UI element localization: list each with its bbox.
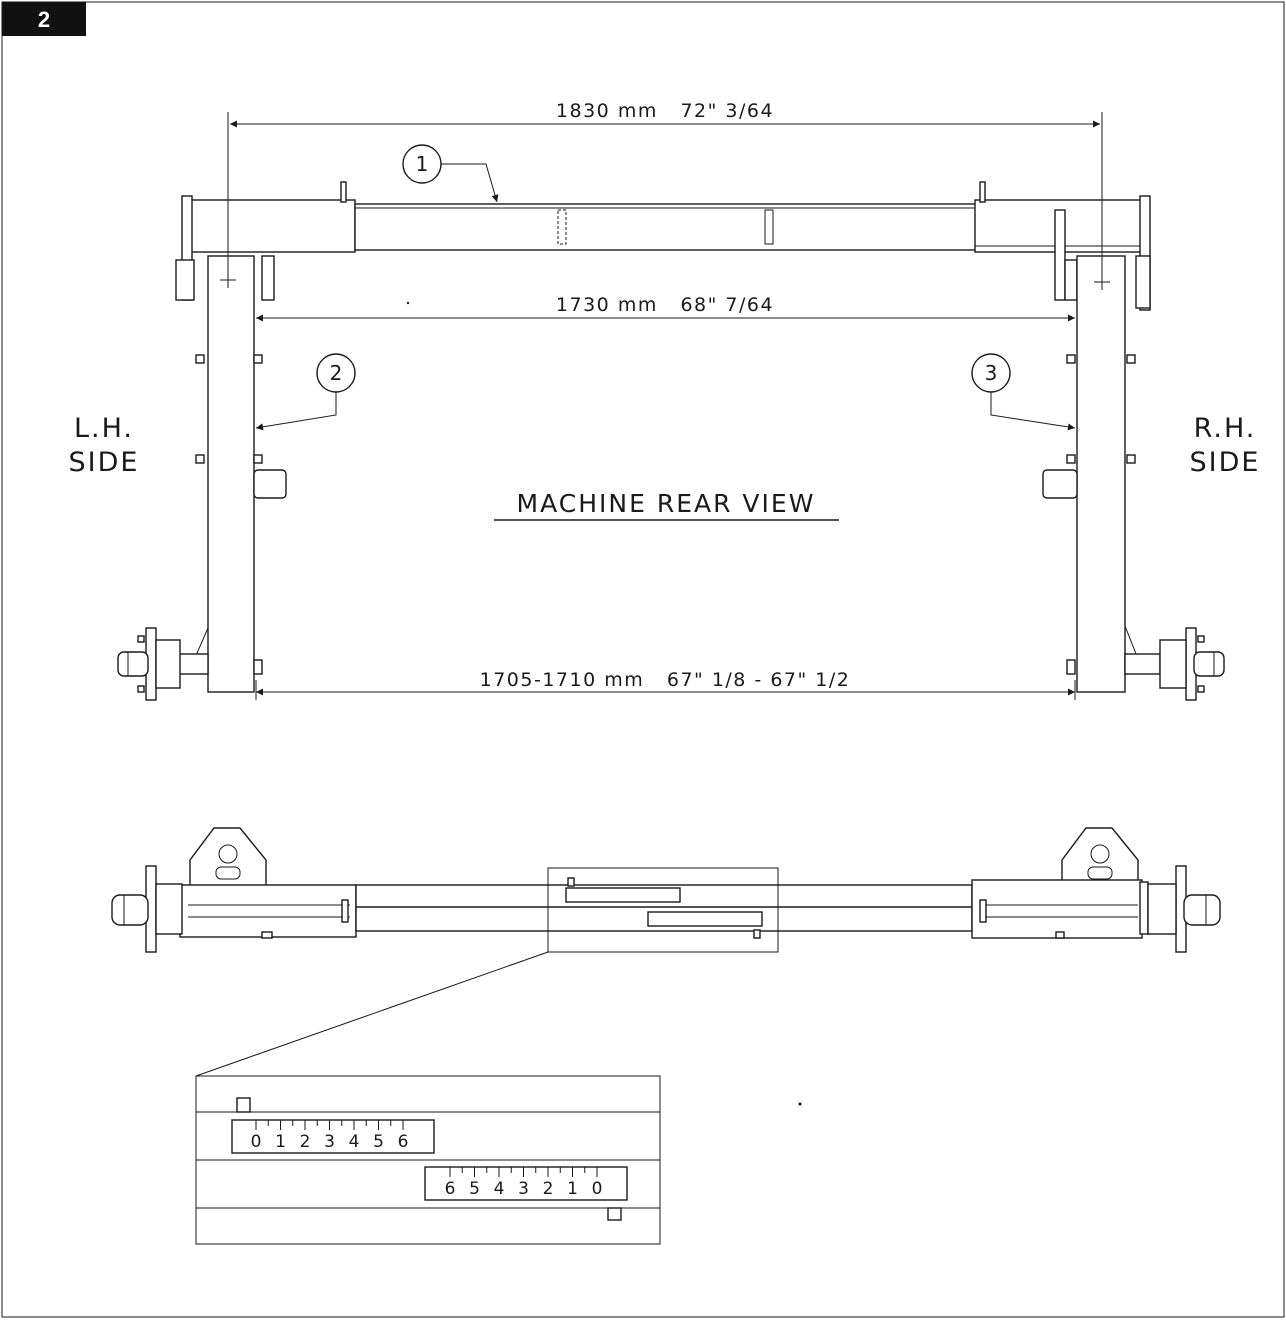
callout-1: 1 xyxy=(402,144,499,203)
left-side-label-line1: L.H. xyxy=(74,413,134,444)
top-left-hub xyxy=(111,865,183,953)
left-side-label-line2: SIDE xyxy=(69,447,140,478)
callout-1-label: 1 xyxy=(416,152,429,176)
scale-label: 4 xyxy=(494,1179,505,1199)
scale-label: 3 xyxy=(324,1132,335,1152)
machine-rear-view: 1830 mm 72" 3/64 1730 mm 68" 7/64 1705-1… xyxy=(69,100,1261,701)
right-side-label-line1: R.H. xyxy=(1194,413,1257,444)
left-wheel-hub xyxy=(117,627,209,701)
dimension-inner-label: 1730 mm 68" 7/64 xyxy=(556,294,774,316)
dimension-bottom-label: 1705-1710 mm 67" 1/8 - 67" 1/2 xyxy=(480,669,851,691)
axle-top-view xyxy=(111,827,1221,1077)
scale-label: 1 xyxy=(275,1132,286,1152)
step-number: 2 xyxy=(38,7,50,32)
scale-label: 1 xyxy=(567,1179,578,1199)
scale-label: 4 xyxy=(349,1132,360,1152)
scale-label: 3 xyxy=(518,1179,529,1199)
dimension-bottom: 1705-1710 mm 67" 1/8 - 67" 1/2 xyxy=(255,669,1076,700)
scale-label: 6 xyxy=(398,1132,409,1152)
callout-2-label: 2 xyxy=(330,361,343,385)
right-leg xyxy=(1042,209,1225,701)
scale-label: 2 xyxy=(300,1132,311,1152)
scale-label: 5 xyxy=(373,1132,384,1152)
scale-label: 0 xyxy=(592,1179,603,1199)
callout-3-label: 3 xyxy=(985,361,998,385)
dimension-inner: 1730 mm 68" 7/64 xyxy=(256,294,1075,322)
dimension-overall-label: 1830 mm 72" 3/64 xyxy=(556,100,774,122)
scale-label: 2 xyxy=(543,1179,554,1199)
crossbar xyxy=(181,181,1151,311)
top-right-hub xyxy=(1147,865,1221,953)
right-wheel-hub xyxy=(1124,627,1225,701)
callout-2: 2 xyxy=(255,353,356,431)
callout-3: 3 xyxy=(971,353,1076,431)
scale-label: 5 xyxy=(469,1179,480,1199)
right-side-label-line2: SIDE xyxy=(1190,447,1261,478)
scale-label: 0 xyxy=(251,1132,262,1152)
scale-label: 6 xyxy=(445,1179,456,1199)
view-title: MACHINE REAR VIEW xyxy=(517,489,816,518)
left-leg xyxy=(117,255,287,701)
detail-region-box xyxy=(547,867,779,953)
dimension-overall: 1830 mm 72" 3/64 xyxy=(227,100,1103,282)
step-badge: 2 xyxy=(2,2,86,36)
